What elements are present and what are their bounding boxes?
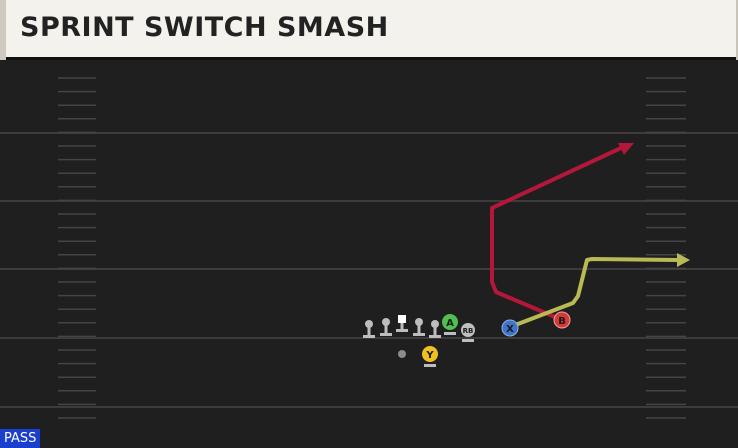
route-red-arrowhead [618,143,634,155]
play-type-badge: PASS [0,429,41,448]
route-red [490,143,634,322]
quarterback-marker [398,350,406,358]
play-diagram-field: A RB X B Y [0,77,738,419]
player-x-label: X [506,324,514,335]
offensive-line [363,315,441,338]
center-icon [396,315,408,332]
lineman-icon [380,318,392,336]
lineman-icon [429,320,441,338]
player-a[interactable]: A [442,314,458,335]
hash-marks-left [58,77,96,419]
lineman-icon [413,318,425,336]
play-title-bar: SPRINT SWITCH SMASH [0,0,738,60]
player-a-label: A [446,318,454,329]
title-bar-edge [736,0,738,60]
play-title: SPRINT SWITCH SMASH [20,12,389,43]
yard-lines [0,132,738,408]
player-rb-label: RB [463,327,474,335]
player-y-label: Y [425,350,434,361]
player-b-label: B [558,316,566,327]
player-x[interactable]: X [501,319,519,337]
route-yellow [508,253,690,329]
player-b[interactable]: B [553,311,571,329]
route-yellow-arrowhead [677,253,690,267]
route-yellow-path [508,257,680,329]
player-y[interactable]: Y [422,346,438,367]
lineman-icon [363,320,375,338]
title-bar-accent [0,0,6,60]
route-red-path [490,146,623,322]
hash-marks-right [646,77,686,419]
player-rb[interactable]: RB [461,323,475,342]
